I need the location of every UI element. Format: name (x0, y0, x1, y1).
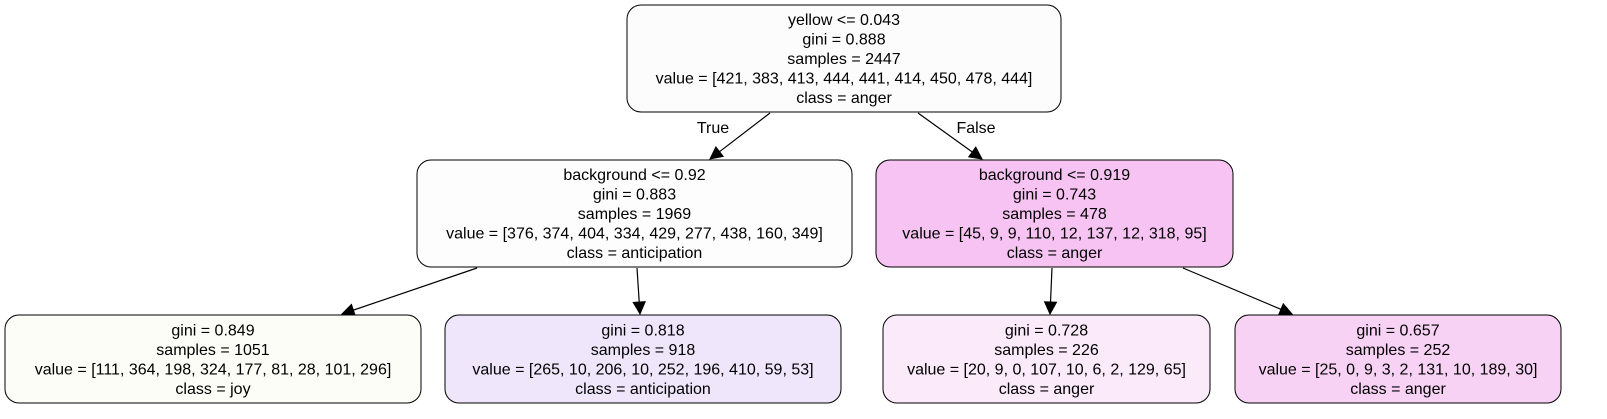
arrowhead-icon (340, 303, 357, 317)
tree-node-n0: yellow <= 0.043 gini = 0.888 samples = 244… (626, 4, 1062, 113)
node-box (882, 314, 1211, 404)
node-text-line: class = joy (175, 381, 250, 398)
node-text-line: samples = 478 (1002, 206, 1107, 223)
node-text-line: value = [421, 383, 413, 444, 441, 414, 4… (656, 71, 1033, 88)
node-text-line: value = [111, 364, 198, 324, 177, 81, 28… (35, 361, 392, 378)
node-text-line: class = anger (1350, 381, 1446, 398)
node-text-line: gini = 0.883 (593, 187, 676, 204)
edge-line (1182, 267, 1282, 310)
node-text-line: class = anticipation (567, 245, 703, 262)
node-text-line: samples = 226 (994, 342, 1099, 359)
edge-line (353, 267, 478, 311)
node-text-line: value = [265, 10, 206, 10, 252, 196, 410… (472, 361, 813, 378)
tree-node-n5: gini = 0.728 samples = 226 value = [20, 9,… (882, 314, 1211, 404)
node-text-line: samples = 918 (591, 342, 696, 359)
node-text-line: background <= 0.919 (979, 167, 1130, 184)
node-text-line: samples = 1969 (578, 206, 692, 223)
node-text-line: gini = 0.849 (171, 322, 254, 339)
tree-node-n1: background <= 0.92 gini = 0.883 samples = … (416, 159, 853, 268)
edge-n2-n6 (1182, 267, 1294, 316)
node-box (4, 314, 422, 404)
node-text-line: samples = 1051 (156, 342, 270, 359)
edge-n1-n4 (632, 267, 646, 316)
node-text-line: value = [20, 9, 0, 107, 10, 6, 2, 129, 6… (907, 361, 1186, 378)
node-box (626, 4, 1062, 113)
edge-line (719, 112, 771, 153)
node-box (444, 314, 842, 404)
node-box (416, 159, 853, 268)
node-text-line: samples = 252 (1346, 342, 1451, 359)
node-text-line: value = [376, 374, 404, 334, 429, 277, 4… (446, 226, 823, 243)
tree-node-n6: gini = 0.657 samples = 252 value = [25, 0,… (1234, 314, 1562, 404)
node-text-line: value = [25, 0, 9, 3, 2, 131, 10, 189, 3… (1259, 361, 1538, 378)
tree-node-n4: gini = 0.818 samples = 918 value = [265, 1… (444, 314, 842, 404)
node-box (1234, 314, 1562, 404)
arrowhead-icon (1277, 302, 1294, 316)
tree-node-n3: gini = 0.849 samples = 1051 value = [111, … (4, 314, 422, 404)
node-text-line: gini = 0.657 (1356, 322, 1439, 339)
edge-line (636, 267, 640, 303)
node-text-line: class = anger (999, 381, 1095, 398)
arrowhead-icon (967, 146, 983, 160)
node-text-line: class = anger (796, 90, 892, 107)
node-text-line: value = [45, 9, 9, 110, 12, 137, 12, 318… (902, 226, 1206, 243)
node-text-line: gini = 0.728 (1005, 322, 1088, 339)
edge-line (917, 112, 973, 153)
node-text-line: class = anger (1007, 245, 1103, 262)
edge-line (1049, 267, 1053, 303)
edge-n0-n2: False (917, 112, 996, 160)
tree-node-n2: background <= 0.919 gini = 0.743 samples =… (875, 159, 1234, 268)
edge-label: False (956, 120, 995, 137)
nodes-layer: yellow <= 0.043 gini = 0.888 samples = 244… (4, 4, 1562, 404)
edge-n0-n1: True (697, 112, 771, 160)
node-text-line: yellow <= 0.043 (788, 12, 900, 29)
arrowhead-icon (709, 145, 725, 160)
arrowhead-icon (632, 301, 646, 316)
node-text-line: gini = 0.743 (1013, 187, 1096, 204)
edge-label: True (697, 120, 729, 137)
node-box (875, 159, 1234, 268)
node-text-line: samples = 2447 (787, 51, 901, 68)
node-text-line: gini = 0.818 (601, 322, 684, 339)
node-text-line: gini = 0.888 (802, 32, 885, 49)
edge-n1-n3 (340, 267, 478, 317)
node-text-line: class = anticipation (575, 381, 711, 398)
arrowhead-icon (1043, 301, 1058, 316)
edge-n2-n5 (1043, 267, 1058, 316)
node-text-line: background <= 0.92 (563, 167, 705, 184)
